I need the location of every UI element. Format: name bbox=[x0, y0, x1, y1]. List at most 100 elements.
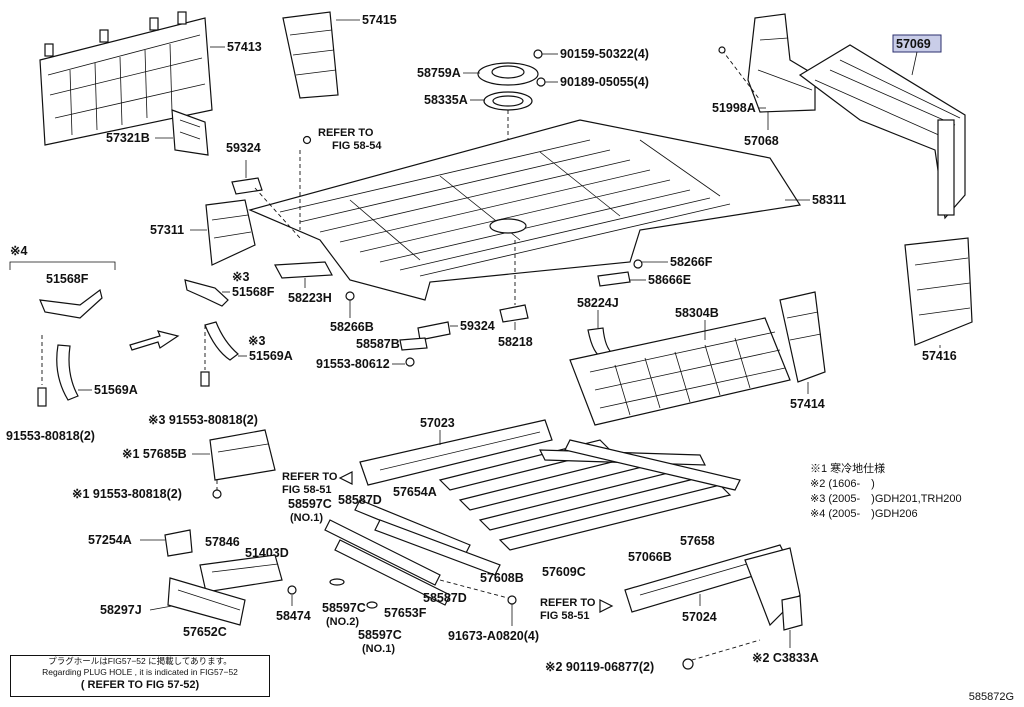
label-91553-80818-lower: ※1 91553-80818(2) bbox=[72, 487, 182, 501]
part-58304b-drawing bbox=[569, 317, 791, 426]
label-58597c-top-no1: (NO.1) bbox=[290, 512, 323, 524]
label-59324-bottom: 59324 bbox=[460, 319, 495, 333]
label-57069: 57069 bbox=[896, 37, 931, 51]
label-58666e: 58666E bbox=[648, 273, 691, 287]
part-51568f-mid-drawing bbox=[184, 279, 229, 307]
label-58304b: 58304B bbox=[675, 306, 719, 320]
part-59324-top-drawing bbox=[231, 177, 263, 195]
part-57415-drawing bbox=[282, 11, 339, 99]
label-58335a: 58335A bbox=[424, 93, 468, 107]
part-57846-drawing bbox=[199, 554, 283, 593]
label-51569a-left: 51569A bbox=[94, 383, 138, 397]
label-57658: 57658 bbox=[680, 534, 715, 548]
label-58587d-lower: 58587D bbox=[423, 591, 467, 605]
plug-hole-note: プラグホールはFIG57−52 に掲載してあります。 Regarding PLU… bbox=[10, 655, 270, 697]
footnote-1: ※1 寒冷地仕様 bbox=[810, 463, 886, 475]
label-90159: 90159-50322(4) bbox=[560, 47, 649, 61]
footnote-2: ※2 (1606- ) bbox=[810, 478, 875, 490]
mark-3-b: ※3 bbox=[248, 334, 265, 348]
label-58587b: 58587B bbox=[356, 337, 400, 351]
label-57414: 57414 bbox=[790, 397, 825, 411]
label-57685b: ※1 57685B bbox=[122, 447, 187, 461]
footnote-4: ※4 (2005- )GDH206 bbox=[810, 508, 918, 520]
label-58266b: 58266B bbox=[330, 320, 374, 334]
label-58218: 58218 bbox=[498, 335, 533, 349]
label-58597c-mid: 58597C bbox=[322, 601, 366, 615]
part-58335a-drawing bbox=[483, 91, 533, 111]
figure-code: 585872G bbox=[968, 691, 1014, 703]
mark-3-a: ※3 bbox=[232, 270, 249, 284]
label-51568f-mid: 51568F bbox=[232, 285, 275, 299]
part-57068-drawing bbox=[747, 13, 816, 113]
label-57023: 57023 bbox=[420, 416, 455, 430]
label-c3833a: ※2 C3833A bbox=[752, 651, 819, 665]
part-51569a-mid-drawing bbox=[204, 321, 239, 361]
part-57321b-drawing bbox=[171, 109, 209, 156]
refer-58-54-line2: FIG 58-54 bbox=[332, 140, 382, 152]
label-57024: 57024 bbox=[682, 610, 717, 624]
label-91553-80818-left: 91553-80818(2) bbox=[6, 429, 95, 443]
refer-58-54-line1: REFER TO bbox=[318, 127, 374, 139]
part-57069-drawing bbox=[798, 44, 966, 220]
part-57416-drawing bbox=[904, 237, 973, 346]
refer-58-51-a-line1: REFER TO bbox=[282, 471, 338, 483]
label-51569a-mid: 51569A bbox=[249, 349, 293, 363]
label-51403d: 51403D bbox=[245, 546, 289, 560]
label-57415: 57415 bbox=[362, 13, 397, 27]
direction-arrow bbox=[129, 330, 180, 351]
label-57653f: 57653F bbox=[384, 606, 427, 620]
label-57311: 57311 bbox=[150, 223, 184, 237]
label-91553-80818-mid: ※3 91553-80818(2) bbox=[148, 413, 258, 427]
part-57414-drawing bbox=[779, 291, 826, 383]
label-58474: 58474 bbox=[276, 609, 311, 623]
label-57609c: 57609C bbox=[542, 565, 586, 579]
refer-arrow-b bbox=[599, 599, 614, 613]
footnote-3: ※3 (2005- )GDH201,TRH200 bbox=[810, 493, 962, 505]
part-c3833a-drawing bbox=[744, 547, 803, 631]
part-57685b-drawing bbox=[209, 429, 276, 481]
plug-note-refer: ( REFER TO FIG 57-52) bbox=[80, 679, 200, 691]
part-51569a-left-drawing bbox=[56, 344, 79, 401]
crossmembers-drawing bbox=[324, 439, 741, 606]
label-58266f: 58266F bbox=[670, 255, 713, 269]
mark-4: ※4 bbox=[10, 244, 27, 258]
label-58597c-low: 58597C bbox=[358, 628, 402, 642]
part-57652c-drawing bbox=[167, 577, 246, 626]
label-51998a: 51998A bbox=[712, 101, 756, 115]
part-57413-drawing bbox=[39, 11, 213, 146]
label-58597c-low-no1: (NO.1) bbox=[362, 643, 395, 655]
label-58311: 58311 bbox=[812, 193, 846, 207]
refer-58-51-b-line1: REFER TO bbox=[540, 597, 596, 609]
label-57321b: 57321B bbox=[106, 131, 150, 145]
label-58587d-upper: 58587D bbox=[338, 493, 382, 507]
refer-arrow-a bbox=[338, 471, 353, 485]
label-57254a: 57254A bbox=[88, 533, 132, 547]
part-57311-drawing bbox=[205, 199, 256, 266]
label-57608b: 57608B bbox=[480, 571, 524, 585]
part-58311-drawing bbox=[248, 119, 801, 301]
label-58759a: 58759A bbox=[417, 66, 461, 80]
refer-58-51-b-line2: FIG 58-51 bbox=[540, 610, 590, 622]
label-57068: 57068 bbox=[744, 134, 779, 148]
label-59324-top: 59324 bbox=[226, 141, 261, 155]
label-57846: 57846 bbox=[205, 535, 240, 549]
part-57254a-drawing bbox=[164, 529, 193, 557]
label-57652c: 57652C bbox=[183, 625, 227, 639]
plug-note-en: Regarding PLUG HOLE , it is indicated in… bbox=[42, 667, 238, 677]
label-91553-80612: 91553-80612 bbox=[316, 357, 390, 371]
label-58597c-mid-no2: (NO.2) bbox=[326, 616, 359, 628]
refer-58-51-a-line2: FIG 58-51 bbox=[282, 484, 332, 496]
part-51568f-left-drawing bbox=[39, 288, 103, 319]
label-58224j: 58224J bbox=[577, 296, 619, 310]
label-58597c-top: 58597C bbox=[288, 497, 332, 511]
label-90119: ※2 90119-06877(2) bbox=[545, 660, 654, 674]
label-91673: 91673-A0820(4) bbox=[448, 629, 539, 643]
label-51568f-left: 51568F bbox=[46, 272, 89, 286]
label-58223h: 58223H bbox=[288, 291, 332, 305]
part-57023-drawing bbox=[359, 419, 553, 486]
part-58759a-drawing bbox=[477, 62, 539, 86]
footnote-legend: ※1 寒冷地仕様 ※2 (1606- ) ※3 (2005- )GDH201,T… bbox=[810, 462, 962, 522]
label-57654a: 57654A bbox=[393, 485, 437, 499]
label-58297j: 58297J bbox=[100, 603, 142, 617]
